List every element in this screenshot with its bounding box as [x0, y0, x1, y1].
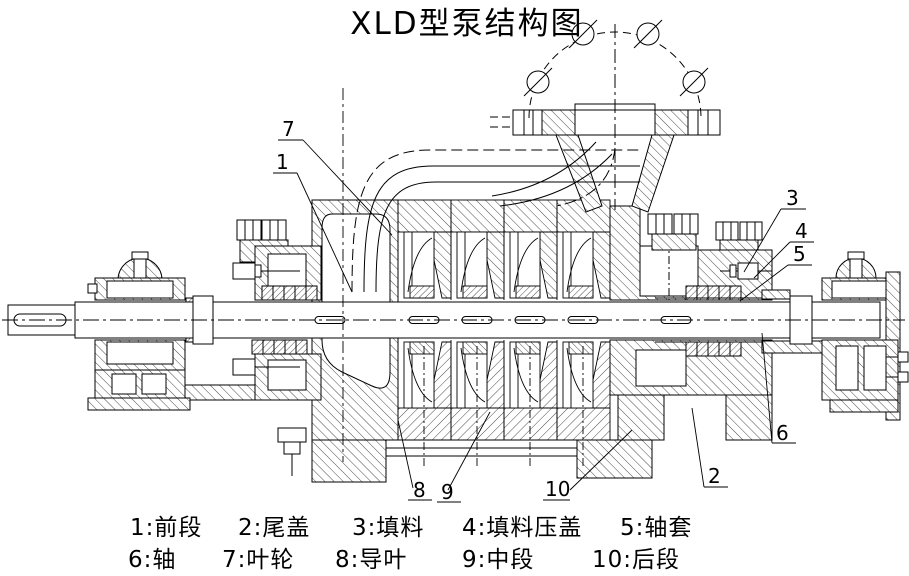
stuffing-box-right	[655, 262, 823, 357]
callout-1-number: 1	[276, 150, 289, 174]
legend-item-8: 8:导叶	[335, 547, 407, 573]
callout-4-number: 4	[795, 219, 808, 243]
legend-item-6: 6:轴	[128, 547, 176, 573]
callout-10-number: 10	[545, 477, 570, 501]
callout-4: 4	[753, 219, 814, 279]
legend-item-3: 3:填料	[352, 515, 424, 541]
callout-3: 3	[743, 186, 806, 273]
shaft-keys	[314, 316, 692, 324]
pump-feet	[311, 439, 653, 483]
discharge-flange	[490, 19, 721, 213]
legend-item-1: 1:前段	[130, 515, 202, 541]
centerlines	[2, 88, 905, 468]
callout-8-number: 8	[413, 478, 426, 502]
callout-2-number: 2	[708, 464, 721, 488]
crossover-pipe	[351, 149, 640, 293]
callout-3-number: 3	[786, 186, 799, 210]
callout-5-number: 5	[793, 242, 806, 266]
stuffing-box-left	[179, 245, 322, 476]
legend-item-10: 10:后段	[592, 547, 680, 573]
drawing-title: XLD型泵结构图	[350, 6, 583, 42]
legend-item-9: 9:中段	[462, 547, 534, 573]
legend-item-2: 2:尾盖	[238, 515, 310, 541]
bearing-right	[821, 251, 909, 421]
callout-7: 7	[278, 117, 393, 236]
callout-6: 6	[761, 332, 796, 445]
callout-6-number: 6	[776, 421, 789, 445]
callout-10: 10	[543, 429, 633, 501]
callout-1: 1	[273, 150, 353, 293]
callout-7-number: 7	[282, 117, 295, 141]
callout-2: 2	[691, 407, 728, 488]
tie-bolt-nuts-right	[647, 213, 763, 251]
legend-item-7: 7:叶轮	[222, 547, 294, 573]
flange-bolt-holes	[523, 19, 709, 97]
callout-9: 9	[437, 411, 491, 504]
callout-5: 5	[739, 242, 812, 302]
legend: 1:前段 2:尾盖 3:填料 4:填料压盖 5:轴套 6:轴 7:叶轮 8:导叶…	[128, 515, 692, 573]
legend-item-4: 4:填料压盖	[462, 515, 582, 541]
legend-item-5: 5:轴套	[620, 515, 692, 541]
callout-8: 8	[397, 419, 432, 502]
callouts: 7 1 3 4 5 6 2 8	[273, 117, 814, 504]
